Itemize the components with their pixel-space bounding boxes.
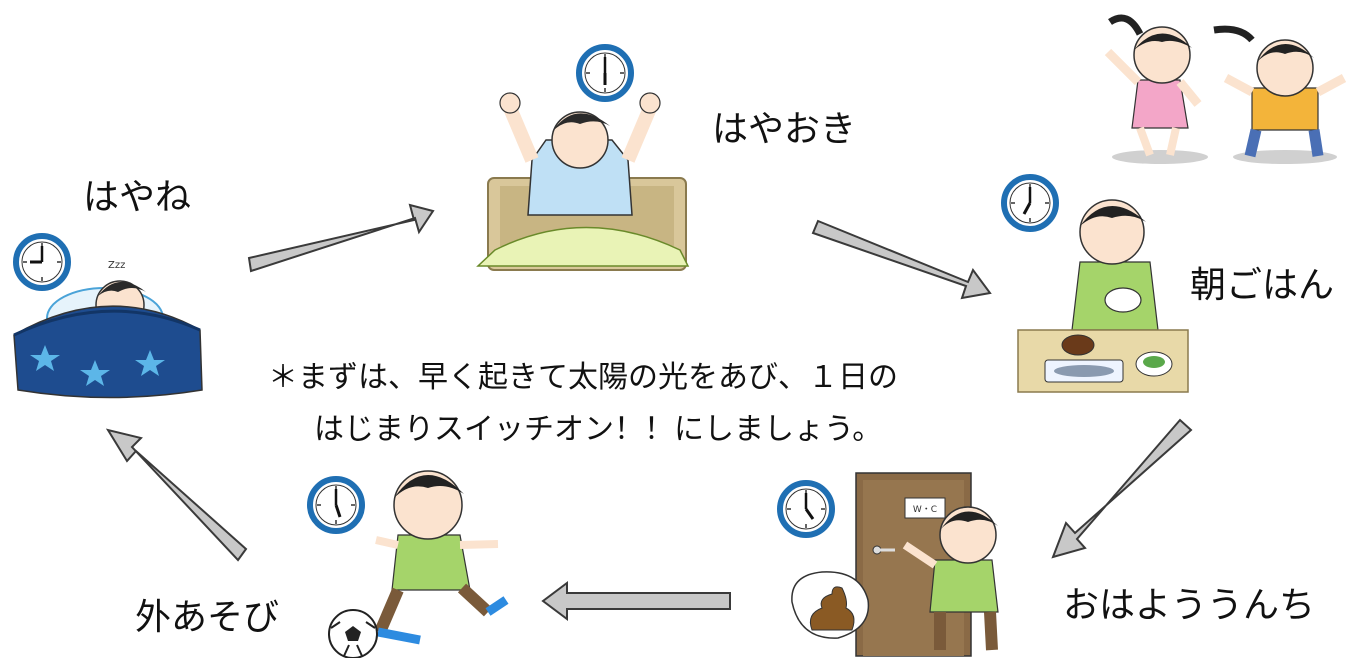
arrow-sotoasobi-to-hayane: [105, 428, 248, 562]
clock-icon-hayane: [16, 236, 68, 288]
step-label-ohayou-unchi: おはよううんち: [1063, 585, 1316, 626]
advice-note: ＊まずは、早く起きて太陽の光をあび、１日の はじまりスイッチオン！！にしましょう…: [268, 352, 988, 456]
door-sign: W・C: [913, 505, 937, 515]
arrow-hayane-to-hayaoki: [247, 203, 435, 273]
step-label-hayane: はやね: [83, 177, 192, 218]
advice-note-line-2: はじまりスイッチオン！！にしましょう。: [314, 412, 883, 447]
waking-boy-illustration: [476, 92, 690, 271]
toilet-boy-illustration: [791, 472, 999, 657]
clock-icon-hayaoki: [579, 47, 631, 99]
arrow-unchi-to-sotoasobi: [541, 581, 731, 621]
exercising-kids-illustration: [1104, 14, 1347, 164]
advice-note-line-1: ＊まずは、早く起きて太陽の光をあび、１日の: [268, 360, 898, 395]
clock-icon-sotoasobi: [310, 479, 362, 531]
arrow-asagohan-to-unchi: [1051, 418, 1193, 559]
step-label-hayaoki: はやおき: [712, 109, 857, 150]
step-label-asagohan: 朝ごはん: [1190, 265, 1335, 306]
svg-text:Zzz: Zzz: [108, 260, 125, 271]
sleeping-boy-illustration: Zzz: [13, 260, 203, 399]
clock-icon-unchi: [780, 483, 832, 535]
arrow-hayaoki-to-asagohan: [811, 219, 992, 300]
clock-icon-asagohan: [1004, 177, 1056, 229]
step-label-soto-asobi: 外あそび: [135, 597, 280, 638]
running-boy-illustration: [328, 470, 509, 658]
breakfast-boy-illustration: [1017, 199, 1189, 393]
